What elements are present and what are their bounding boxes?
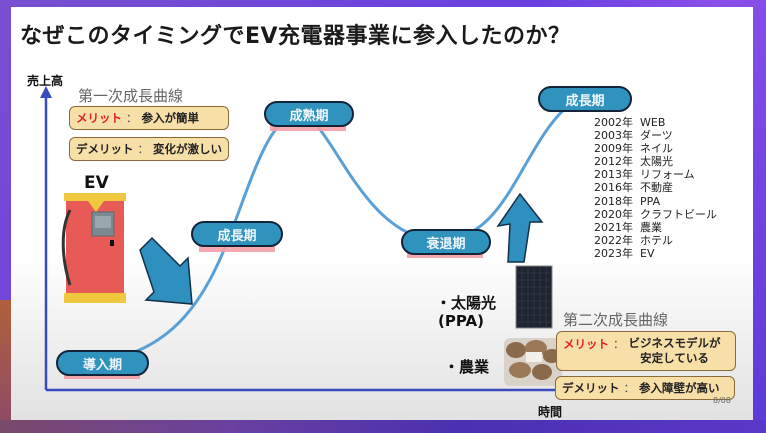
stage-introduction: 導入期	[56, 350, 149, 376]
solar-label: ・太陽光	[436, 294, 497, 312]
separator: ：	[126, 111, 138, 125]
history-row: 2018年 PPA	[594, 195, 717, 208]
second-curve-title: 第二次成長曲線	[563, 311, 669, 329]
history-business: クラフトビール	[640, 207, 717, 221]
stage-growth2: 成長期	[538, 86, 632, 112]
history-year: 2012年	[594, 155, 633, 169]
history-row: 2003年ダーツ	[594, 129, 717, 142]
agriculture-label: ・農業	[444, 358, 490, 376]
separator: ：	[137, 142, 150, 156]
second-curve-merit-box: メリット ： ビジネスモデルが 安定している	[556, 331, 736, 371]
first-curve-demerit-box: デメリット ： 変化が激しい	[69, 137, 229, 161]
ppa-label: (PPA)	[438, 312, 484, 330]
mushroom-package-image	[504, 338, 562, 386]
history-business: 農業	[640, 220, 662, 234]
stage-growth1: 成長期	[191, 221, 283, 247]
stage-highlight-maturity	[270, 123, 346, 131]
history-business: EV	[640, 246, 655, 260]
history-row: 2009年ネイル	[594, 142, 717, 155]
slide-title: なぜこのタイミングでEV充電器事業に参入したのか？	[20, 24, 571, 49]
second-curve-demerit-box: デメリット ： 参入障壁が高い	[555, 376, 735, 400]
history-row: 2020年クラフトビール	[594, 208, 717, 221]
demerit-text: 変化が激しい	[153, 142, 222, 156]
x-axis-label: 時間	[538, 405, 563, 419]
merit-text-line2: 安定している	[640, 351, 709, 365]
history-business: ネイル	[640, 142, 673, 156]
merit-label: メリット	[563, 337, 609, 351]
history-row: 2016年不動産	[594, 181, 717, 194]
page-number: 8/08	[713, 396, 731, 405]
history-year: 2020年	[594, 207, 633, 221]
history-year: 2016年	[594, 181, 633, 195]
first-curve-title: 第一次成長曲線	[78, 87, 184, 105]
demerit-label: デメリット	[76, 142, 134, 156]
arrow-up-icon	[496, 192, 544, 263]
first-curve-merit-box: メリット ： 参入が簡単	[69, 106, 229, 130]
history-row: 2013年リフォーム	[594, 168, 717, 181]
separator: ：	[623, 381, 636, 395]
history-year: 2022年	[594, 233, 633, 247]
demerit-text: 参入障壁が高い	[639, 381, 720, 395]
history-business: PPA	[640, 194, 661, 208]
arrow-down-right-icon	[139, 236, 193, 305]
merit-label: メリット	[76, 111, 122, 125]
ev-charger-image	[61, 193, 126, 303]
history-year: 2003年	[594, 129, 633, 143]
history-year: 2018年	[594, 194, 633, 208]
history-business: ダーツ	[640, 129, 673, 143]
history-year: 2021年	[594, 220, 633, 234]
history-row: 2022年ホテル	[594, 234, 717, 247]
stage-decline: 衰退期	[401, 229, 491, 255]
history-business: 太陽光	[640, 155, 673, 169]
separator: ：	[613, 337, 625, 351]
stage-maturity: 成熟期	[264, 101, 354, 127]
history-business: ホテル	[640, 233, 673, 247]
history-business: 不動産	[640, 181, 673, 195]
merit-text: ビジネスモデルが 安定している	[629, 336, 721, 366]
history-year: 2009年	[594, 142, 633, 156]
demerit-label: デメリット	[562, 381, 620, 395]
history-year: 2023年	[594, 246, 633, 260]
history-row: 2021年農業	[594, 221, 717, 234]
merit-text: 参入が簡単	[141, 111, 200, 125]
history-row: 2023年 EV	[594, 247, 717, 260]
merit-text-line1: ビジネスモデルが	[628, 336, 721, 350]
history-business: リフォーム	[640, 168, 695, 182]
stage-highlight-growth1	[199, 244, 275, 252]
background-accent-bottom	[0, 420, 766, 433]
y-axis-label: 売上高	[27, 74, 64, 88]
solar-panel-image	[515, 265, 553, 329]
ev-label: EV	[84, 173, 109, 193]
y-axis-arrowhead-icon	[40, 86, 52, 98]
history-business: WEB	[640, 116, 666, 129]
history-year: 2002年	[594, 116, 633, 129]
history-row: 2012年太陽光	[594, 155, 717, 168]
history-row: 2002年 WEB	[594, 116, 717, 129]
history-year: 2013年	[594, 168, 633, 182]
